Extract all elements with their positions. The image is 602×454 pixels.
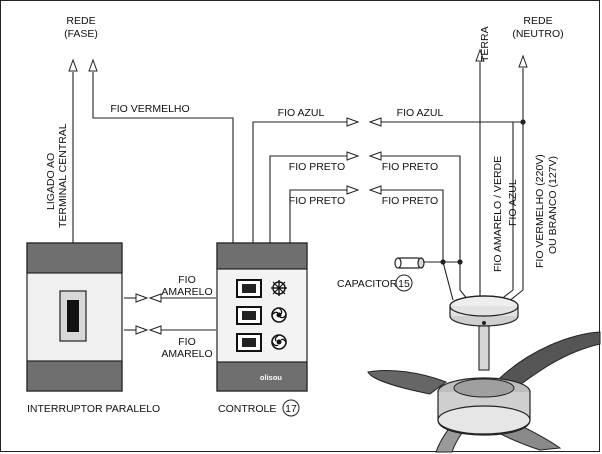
arrow-left-icon [368, 117, 382, 127]
fio-vermelho-220-label: FIO VERMELHO (220V) [534, 154, 546, 268]
interruptor-label: INTERRUPTOR PARALELO [27, 403, 160, 415]
capacitor-number-badge [395, 274, 413, 292]
wire-red [92, 72, 234, 244]
arrow-up-icon [475, 48, 485, 62]
fio-preto-label: FIO PRETO [289, 161, 345, 173]
capacitor-label: CAPACITOR [337, 278, 398, 290]
rede-fase-label: REDE [66, 15, 95, 27]
wire-fan-black [442, 261, 454, 301]
ou-branco-127-label: OU BRANCO (127V) [547, 156, 559, 254]
fio-preto-label: FIO PRETO [382, 195, 438, 207]
controle: olisou [216, 242, 308, 392]
fio-preto-label: FIO PRETO [289, 195, 345, 207]
capacitor [394, 257, 425, 269]
arrow-up-icon [518, 54, 528, 68]
ligado-label: LIGADO AO [45, 153, 57, 210]
controle-number: 17 [285, 403, 297, 415]
arrow-right-icon [346, 185, 360, 195]
capacitor-number: 15 [398, 278, 410, 290]
fio-amarelo-label: FIO [178, 336, 196, 348]
fio-amarelo-label: FIO [178, 274, 196, 286]
fio-vermelho-label: FIO VERMELHO [110, 103, 189, 115]
rede-neutro-label: REDE [523, 15, 552, 27]
wire-capacitor [424, 261, 461, 290]
arrow-up-icon [88, 58, 98, 72]
fio-azul-label: FIO AZUL [397, 107, 444, 119]
arrow-right-icon [346, 117, 360, 127]
fio-amarelo-label: AMARELO [161, 348, 212, 360]
wire-black-1-controle [269, 155, 348, 244]
fan-speed-icon [271, 307, 287, 323]
rede-fase-label: (FASE) [64, 28, 98, 40]
fan-direction-icon [271, 334, 287, 350]
wire-blue-controle [252, 121, 348, 244]
fio-amarelo-verde-label: FIO AMARELO / VERDE [492, 156, 504, 272]
ligado-label: TERMINAL CENTRAL [57, 123, 69, 228]
wire-black-2-controle [289, 189, 348, 244]
fio-azul-label: FIO AZUL [278, 107, 325, 119]
arrow-right-icon [135, 293, 149, 303]
arrow-left-icon [148, 325, 162, 335]
arrow-right-icon [135, 325, 149, 335]
brand-logo: olisou [260, 373, 283, 382]
wire-black-1-fan [380, 155, 461, 262]
junction-dot [457, 259, 463, 265]
interruptor-paralelo [26, 242, 123, 392]
wire-black-2-fan [380, 189, 444, 262]
controle-label: CONTROLE [218, 403, 276, 415]
controle-number-badge [282, 399, 300, 417]
arrow-right-icon [346, 151, 360, 161]
arrow-left-icon [368, 151, 382, 161]
arrow-up-icon [68, 58, 78, 72]
arrow-left-icon [148, 293, 162, 303]
rede-neutro-label: (NEUTRO) [512, 28, 563, 40]
light-icon [271, 280, 287, 296]
ceiling-fan [367, 295, 601, 453]
fio-azul-vertical-label: FIO AZUL [507, 179, 519, 226]
fio-amarelo-label: AMARELO [161, 286, 212, 298]
arrow-left-icon [368, 185, 382, 195]
switch-toggle [67, 300, 79, 332]
fio-preto-label: FIO PRETO [382, 161, 438, 173]
terra-label: TERRA [479, 26, 491, 62]
